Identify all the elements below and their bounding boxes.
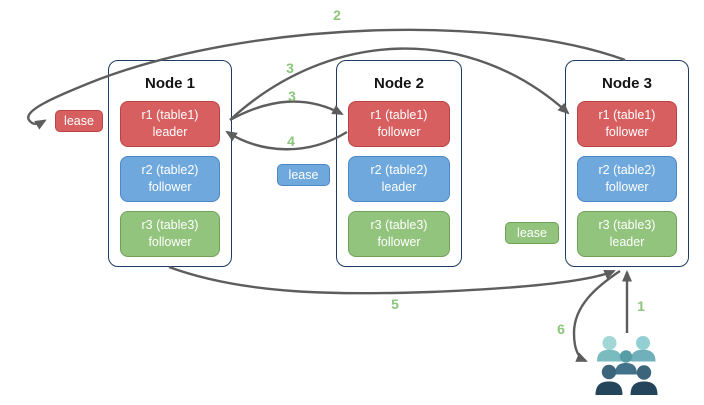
node-3-replica-r2: r2 (table2) follower <box>577 156 677 202</box>
replica-role: leader <box>152 125 188 139</box>
node-1-replica-r3: r3 (table3) follower <box>120 211 220 257</box>
node-2: Node 2 r1 (table1) follower r2 (table2) … <box>336 60 462 267</box>
replica-role: follower <box>605 125 649 139</box>
users-icon <box>595 336 658 395</box>
replica-role: follower <box>148 180 192 194</box>
node-3-replica-r3: r3 (table3) leader <box>577 211 677 257</box>
step-label-6: 6 <box>557 321 565 337</box>
arrow-step-5 <box>168 265 616 295</box>
node-2-replica-r1: r1 (table1) follower <box>348 101 450 147</box>
node-1-replicas: r1 (table1) leader r2 (table2) follower … <box>120 101 220 257</box>
replica-role: follower <box>148 235 192 249</box>
step-label-4: 4 <box>287 133 295 149</box>
lease-badge-blue: lease <box>277 164 330 186</box>
lease-badge-green: lease <box>505 222 559 244</box>
node-1-replica-r1: r1 (table1) leader <box>120 101 220 147</box>
replica-name: r2 (table2) <box>141 163 199 178</box>
replica-name: r2 (table2) <box>370 163 428 178</box>
replica-name: r2 (table2) <box>598 163 656 178</box>
step-label-3-lower: 3 <box>288 88 296 104</box>
node-2-replicas: r1 (table1) follower r2 (table2) leader … <box>348 101 450 257</box>
step-label-1: 1 <box>637 298 645 314</box>
node-1-replica-r2: r2 (table2) follower <box>120 156 220 202</box>
replica-name: r3 (table3) <box>370 218 428 233</box>
replica-name: r1 (table1) <box>598 108 656 123</box>
node-1: Node 1 r1 (table1) leader r2 (table2) fo… <box>108 60 232 267</box>
step-label-2: 2 <box>333 7 341 23</box>
node-3-replicas: r1 (table1) follower r2 (table2) followe… <box>577 101 677 257</box>
node-3-replica-r1: r1 (table1) follower <box>577 101 677 147</box>
replica-role: leader <box>381 180 417 194</box>
step-label-5: 5 <box>391 296 399 312</box>
replica-role: follower <box>377 235 421 249</box>
lease-badge-red: lease <box>55 110 103 132</box>
replica-name: r1 (table1) <box>141 108 199 123</box>
replica-role: leader <box>609 235 645 249</box>
node-1-title: Node 1 <box>144 75 195 92</box>
node-2-replica-r2: r2 (table2) leader <box>348 156 450 202</box>
replica-name: r3 (table3) <box>598 218 656 233</box>
replica-role: follower <box>605 180 649 194</box>
step-label-3-upper: 3 <box>286 60 294 76</box>
node-2-replica-r3: r3 (table3) follower <box>348 211 450 257</box>
node-2-title: Node 2 <box>373 75 424 92</box>
replica-name: r1 (table1) <box>370 108 428 123</box>
replica-role: follower <box>377 125 421 139</box>
arrow-step-3-to-node2 <box>229 100 344 122</box>
node-3-title: Node 3 <box>601 75 652 92</box>
replica-name: r3 (table3) <box>141 218 199 233</box>
node-3: Node 3 r1 (table1) follower r2 (table2) … <box>565 60 689 267</box>
